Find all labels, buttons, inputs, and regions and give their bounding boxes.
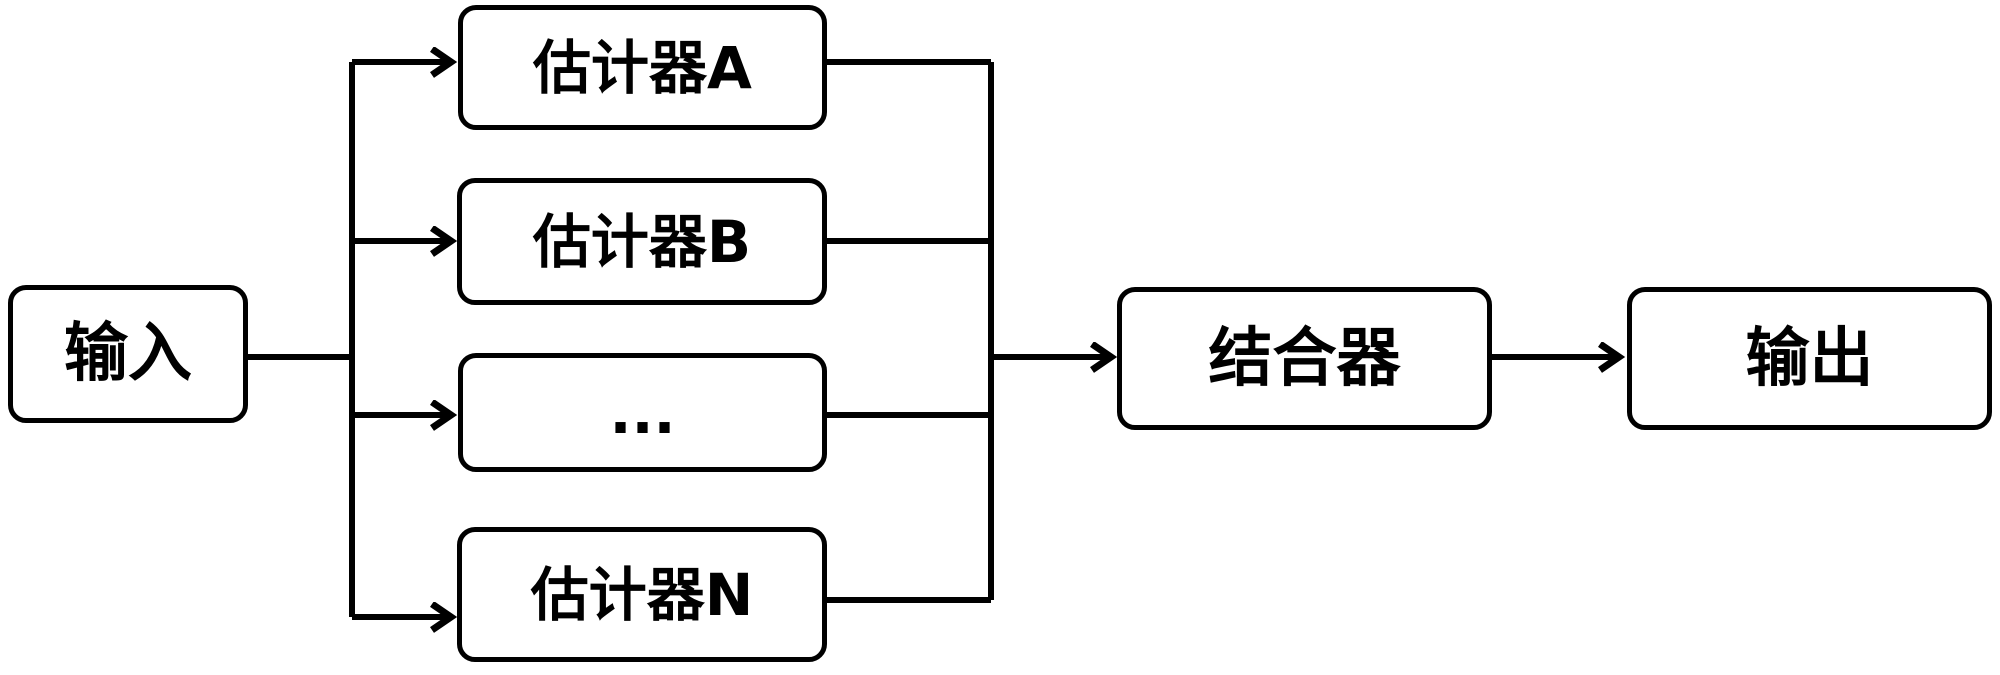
node-estimator-a-label: 估计器A (533, 33, 752, 102)
node-estimator-n: 估计器N (457, 527, 827, 662)
node-estimator-n-label: 估计器N (530, 560, 754, 629)
node-combiner-label: 结合器 (1208, 321, 1401, 396)
node-input-label: 输入 (64, 317, 192, 391)
node-estimator-b: 估计器B (457, 178, 827, 305)
node-output: 输出 (1627, 287, 1992, 430)
node-output-label: 输出 (1745, 321, 1874, 396)
node-estimator-b-label: 估计器B (532, 207, 752, 276)
node-estimator-ellipsis: ... (458, 353, 827, 472)
node-input: 输入 (8, 285, 248, 423)
node-combiner: 结合器 (1117, 287, 1492, 430)
node-estimator-ellipsis-label: ... (609, 378, 676, 447)
node-estimator-a: 估计器A (458, 5, 827, 130)
